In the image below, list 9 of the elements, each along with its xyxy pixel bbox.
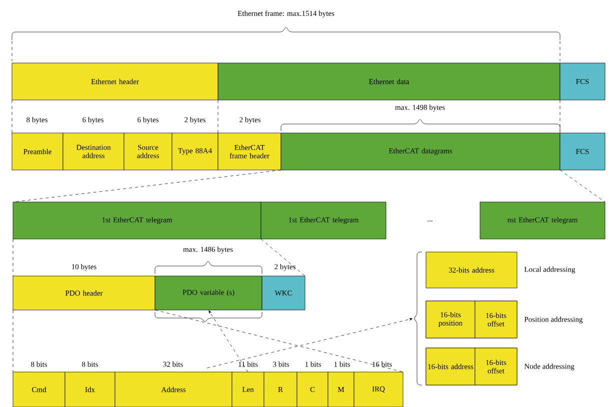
- arrow: [208, 310, 248, 372]
- connector-line: [12, 310, 14, 372]
- connector-line: [12, 238, 14, 276]
- connector-line: [260, 238, 306, 276]
- brace: [414, 252, 422, 386]
- arrow: [206, 318, 413, 368]
- connector-line: [560, 170, 606, 202]
- connector-line: [154, 310, 404, 372]
- connector-line: [12, 170, 282, 202]
